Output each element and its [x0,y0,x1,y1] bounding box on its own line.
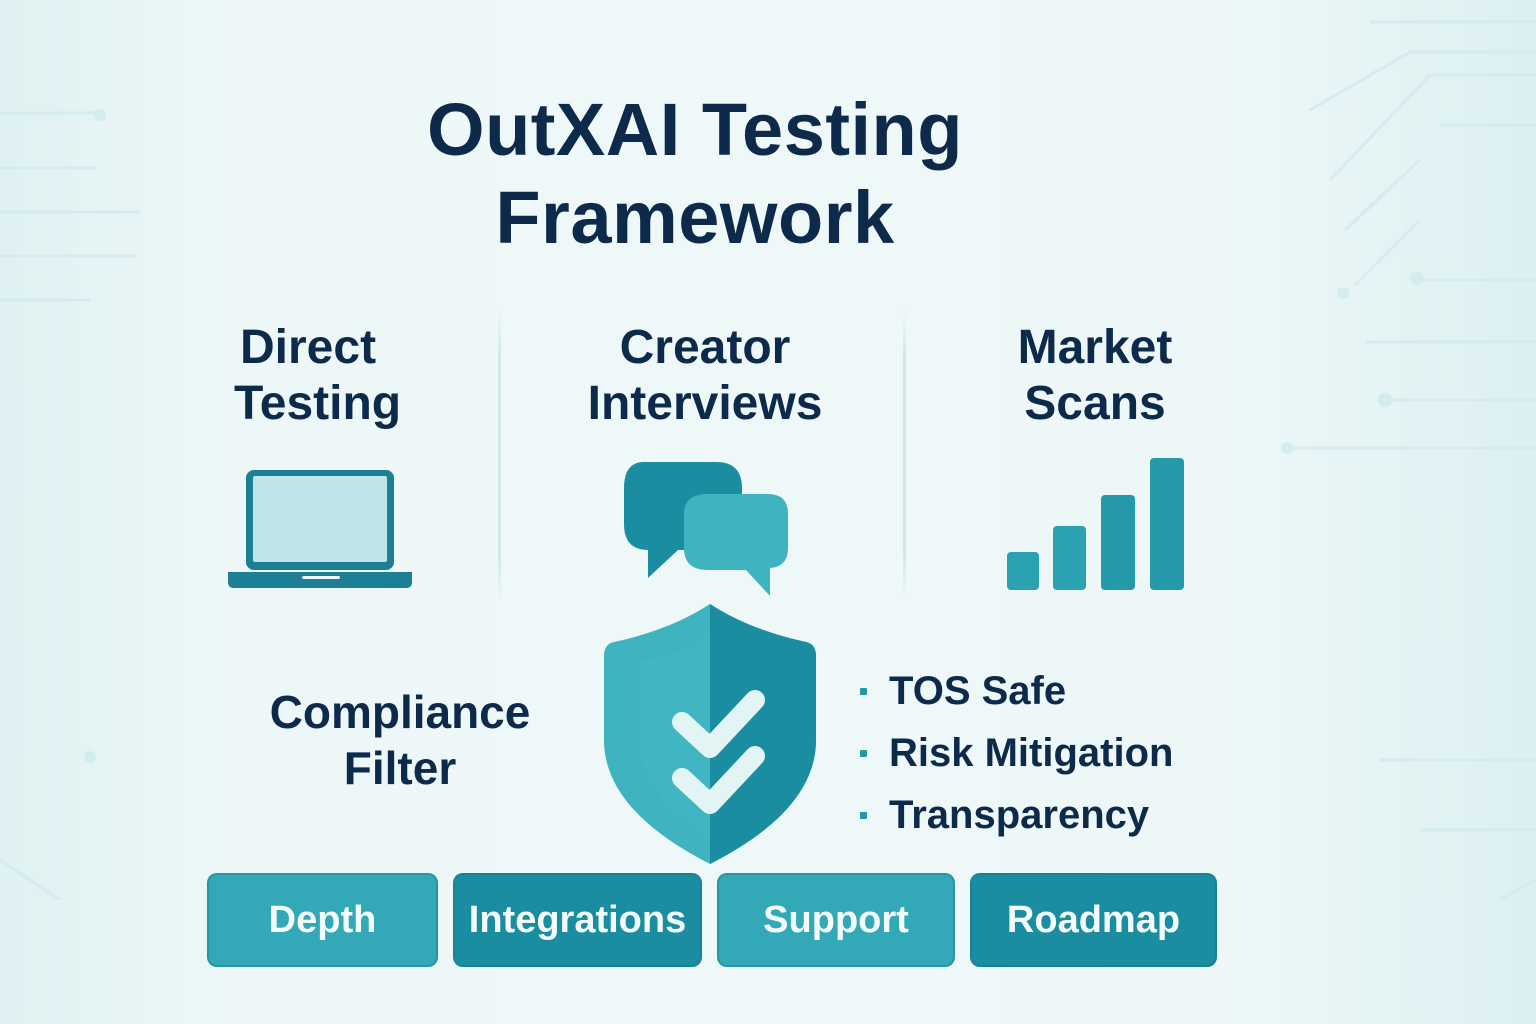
shield-check-icon [604,604,816,864]
compliance-bullet-list: TOS Safe Risk Mitigation Transparency [860,660,1173,846]
column-divider [498,310,501,600]
column-heading-market-scans: Market Scans [980,320,1210,432]
column-heading-creator-interviews: Creator Interviews [560,320,850,432]
compliance-filter-label: Compliance Filter [240,684,560,796]
compliance-line: Filter [343,742,457,794]
bullet-text: Risk Mitigation [889,730,1174,775]
pillar-support: Support [717,873,955,967]
bullet-text: Transparency [889,792,1150,837]
title-line-2: Framework [495,176,895,259]
chat-bubbles-icon [624,462,788,596]
laptop-icon [228,470,412,588]
pillar-roadmap: Roadmap [970,873,1217,967]
bullet-item: Risk Mitigation [860,722,1173,784]
pillar-depth: Depth [207,873,438,967]
heading-line: Market [1017,321,1173,374]
heading-line: Direct [240,321,377,374]
pillar-integrations: Integrations [453,873,702,967]
bullet-dot-icon [860,749,867,757]
page-title: OutXAI Testing Framework [330,86,1060,262]
bullet-item: Transparency [860,784,1173,846]
heading-line: Creator [619,321,791,374]
title-line-1: OutXAI Testing [427,88,963,171]
heading-line: Testing [234,377,402,430]
column-divider [903,310,906,600]
bullet-dot-icon [860,687,867,695]
bullet-text: TOS Safe [889,668,1067,713]
compliance-line: Compliance [269,686,531,738]
bar-chart-icon [1007,458,1184,590]
heading-line: Interviews [587,377,823,430]
bullet-dot-icon [860,811,867,819]
bullet-item: TOS Safe [860,660,1173,722]
heading-line: Scans [1024,377,1166,430]
column-heading-direct-testing: Direct Testing [200,320,440,432]
